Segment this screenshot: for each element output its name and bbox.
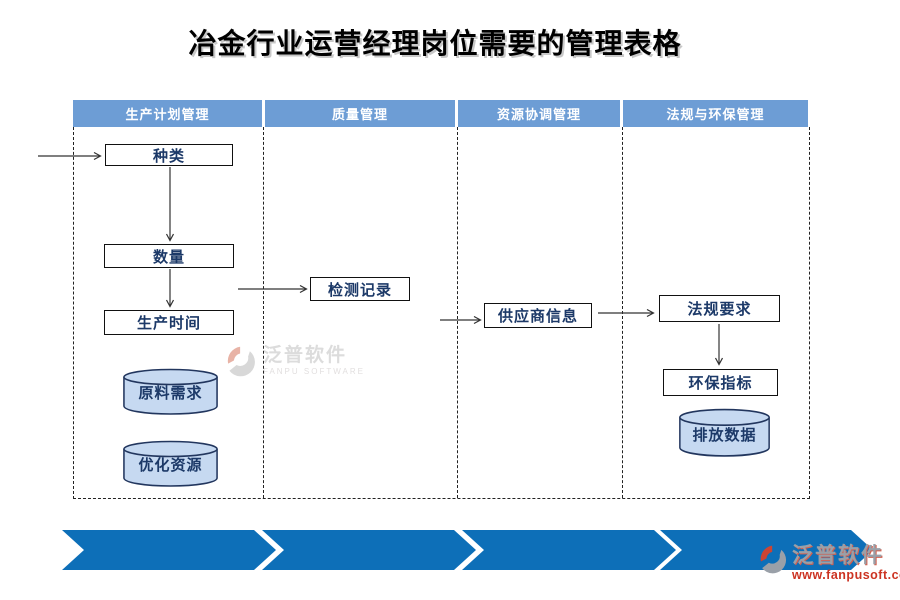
cylinder-label: 优化资源 (138, 457, 203, 474)
node-quantity: 数量 (104, 244, 234, 268)
watermark-center-brand: 泛普软件 (263, 345, 348, 366)
lane-divider-2 (457, 127, 458, 498)
lane-header-production-planning: 生产计划管理 (73, 100, 262, 127)
watermark-center: 泛普软件 FANPU SOFTWARE (225, 345, 365, 377)
node-environmental-indicators: 环保指标 (663, 369, 778, 396)
cylinder-shape (123, 368, 218, 415)
swimlane-frame (73, 127, 810, 499)
node-inspection-records: 检测记录 (310, 277, 410, 301)
lane-header-regulation-environment: 法规与环保管理 (623, 100, 808, 127)
lane-divider-3 (622, 127, 623, 498)
page-title: 冶金行业运营经理岗位需要的管理表格 (188, 29, 682, 60)
watermark-corner-brand: 泛普软件 (792, 544, 884, 567)
chevron-step-2 (262, 530, 476, 570)
watermark-center-subtitle: FANPU SOFTWARE (263, 367, 365, 376)
node-category: 种类 (105, 144, 233, 166)
node-supplier-info: 供应商信息 (484, 303, 592, 328)
chevron-step-1 (62, 530, 276, 570)
node-optimize-resources: 优化资源 (122, 440, 219, 488)
cylinder-shape (123, 440, 218, 487)
node-emission-data: 排放数据 (678, 408, 771, 458)
cylinder-label: 排放数据 (692, 427, 757, 444)
watermark-corner-subtitle: www.fanpusoft.com (792, 568, 900, 582)
lane-divider-1 (263, 127, 264, 498)
fanpu-logo-icon (227, 346, 255, 377)
watermark-corner: 泛普软件 www.fanpusoft.com (758, 544, 900, 582)
cylinder-shape (679, 408, 770, 457)
node-regulatory-requirements: 法规要求 (659, 295, 780, 322)
lane-header-quality: 质量管理 (265, 100, 455, 127)
fanpu-logo-icon (760, 545, 787, 574)
node-production-time: 生产时间 (104, 310, 234, 335)
lane-header-resource-coordination: 资源协调管理 (458, 100, 620, 127)
cylinder-label: 原料需求 (138, 385, 203, 402)
node-raw-material-demand: 原料需求 (122, 368, 219, 416)
chevron-step-3 (462, 530, 676, 570)
